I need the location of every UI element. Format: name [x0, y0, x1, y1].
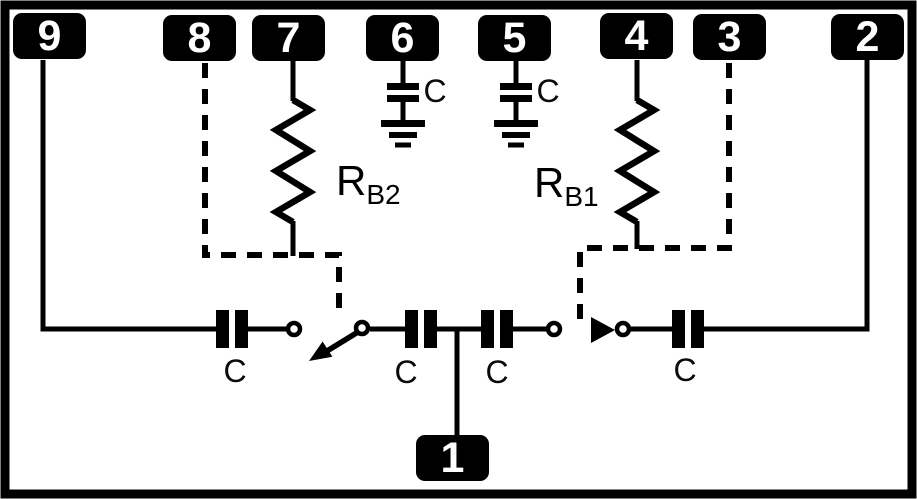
capacitor-bypass-pin5-symbol — [500, 83, 532, 102]
capacitor-bypass-pin6-symbol — [387, 83, 419, 102]
resistor-rb1-label: RB1 — [534, 162, 599, 211]
capacitor-base-right-symbol — [481, 310, 513, 348]
dashed-link-pin8-base — [202, 63, 342, 318]
switch-blade-arrow-left — [309, 329, 360, 361]
pin-3-label: 3 — [693, 14, 766, 60]
wire-output-pin2 — [704, 60, 870, 332]
capacitor-base-left-symbol — [405, 310, 437, 348]
capacitor-output-symbol — [672, 310, 704, 348]
resistor-rb2-subscript: B2 — [366, 179, 401, 210]
resistor-rb1-symbol-text: R — [534, 159, 565, 206]
wire-pin9-input-rail — [40, 60, 216, 332]
pin-9-label: 9 — [13, 13, 86, 59]
dashed-link-pin3-base — [577, 63, 732, 326]
cap-label-output: C — [673, 352, 697, 388]
pin-1-label: 1 — [416, 435, 489, 481]
pin-7-label: 7 — [252, 15, 325, 61]
pin-4-label: 4 — [600, 13, 673, 59]
pin-2-label: 2 — [831, 14, 904, 60]
cap-label-bypass-pin6: C — [423, 73, 447, 109]
pin-6-label: 6 — [366, 15, 439, 61]
resistor-rb2-label: RB2 — [336, 160, 401, 209]
terminal-node-right-a — [545, 320, 563, 338]
capacitor-input-symbol — [216, 310, 248, 348]
terminal-node-left-b — [353, 319, 371, 337]
pin-8-label: 8 — [163, 15, 236, 61]
contact-arrow-right — [591, 317, 615, 343]
terminal-node-left-a — [285, 320, 303, 338]
pin-5-label: 5 — [478, 15, 551, 61]
resistor-rb2-symbol-text: R — [336, 157, 367, 204]
cap-label-base-right: C — [485, 354, 509, 390]
ground-symbol-pin6 — [381, 120, 425, 148]
cap-label-input: C — [223, 353, 247, 389]
resistor-rb1-subscript: B1 — [564, 181, 599, 212]
ground-symbol-pin5 — [494, 120, 538, 148]
terminal-node-right-b — [614, 320, 632, 338]
cap-label-bypass-pin5: C — [536, 73, 560, 109]
resistor-rb1-symbol — [613, 97, 661, 225]
cap-label-base-left: C — [394, 354, 418, 390]
resistor-rb2-symbol — [269, 97, 317, 225]
